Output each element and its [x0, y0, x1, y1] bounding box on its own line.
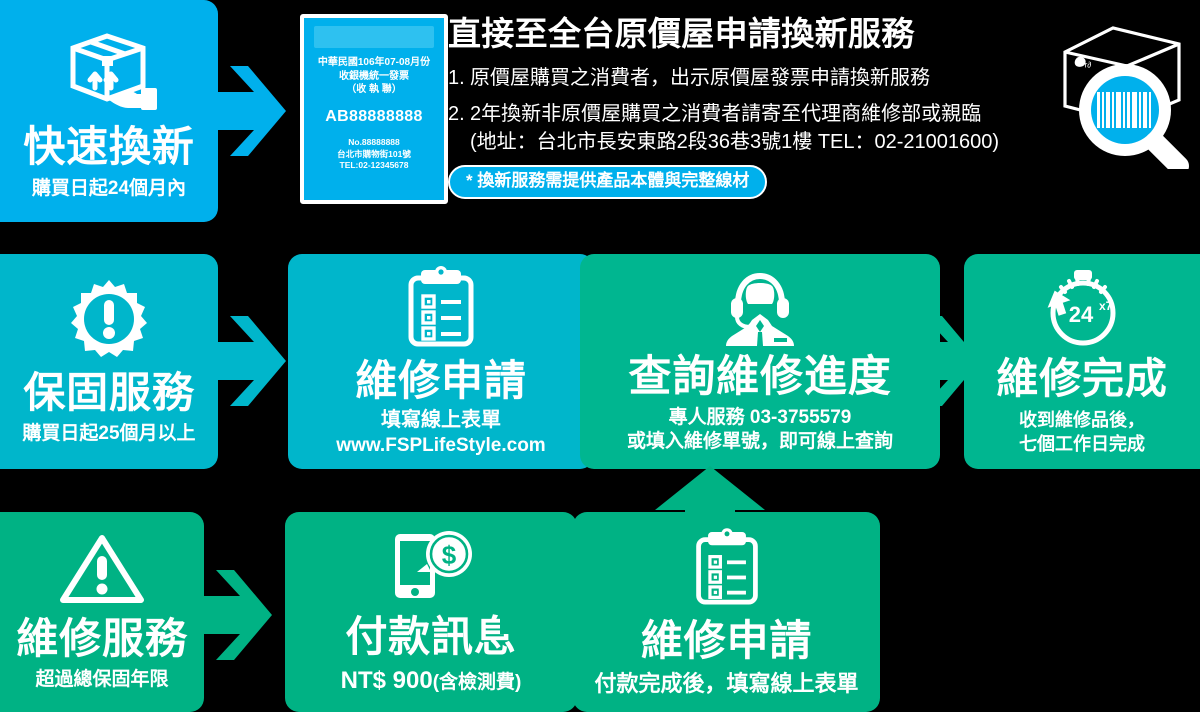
- headset-agent-icon: [718, 270, 802, 348]
- card-title: 快速換新: [23, 122, 195, 170]
- panel-item-2-line2: (地址：台北市長安東路2段36巷3號1樓 TEL：02-21001600): [448, 129, 1088, 155]
- gear-exclamation-icon: [68, 278, 150, 360]
- card-payment-info[interactable]: $ 付款訊息 NT$ 900(含檢測費): [285, 512, 577, 712]
- card-title: 保固服務: [23, 368, 195, 416]
- arrow-6: [500, 570, 570, 660]
- arrow-4: [912, 316, 982, 406]
- arrow-1: [218, 66, 288, 156]
- card-title: 付款訊息: [345, 613, 517, 661]
- panel-content: 直接至全台原價屋申請換新服務 1. 原價屋購買之消費者，出示原價屋發票申請換新服…: [448, 15, 1088, 199]
- clipboard-checklist-icon: [691, 527, 763, 608]
- card-subtitle: NT$ 900(含檢測費): [341, 667, 522, 695]
- receipt-number: AB88888888: [325, 107, 423, 125]
- panel-item-2: 2. 2年換新非原價屋購買之消費者請寄至代理商維修部或親臨: [448, 101, 1088, 127]
- card-fast-replacement[interactable]: 快速換新 購買日起24個月內: [0, 0, 218, 222]
- panel-item-1: 1. 原價屋購買之消費者，出示原價屋發票申請換新服務: [448, 65, 1088, 91]
- card-subtitle: 超過總保固年限: [35, 669, 169, 691]
- phone-dollar-icon: $: [387, 528, 475, 604]
- card-subtitle: 購買日起24個月內: [31, 177, 187, 199]
- stopwatch-sup-label: x7: [1099, 299, 1113, 313]
- card-repair-complete[interactable]: 24 x7 維修完成 收到維修品後， 七個工作日完成: [964, 254, 1200, 469]
- card-title: 查詢維修進度: [628, 352, 892, 401]
- card-repair-request-2[interactable]: 維修申請 付款完成後，填寫線上表單: [573, 512, 880, 712]
- arrow-up: [655, 466, 765, 522]
- card-title: 維修完成: [996, 355, 1168, 403]
- card-subtitle: 填寫線上表單: [381, 409, 501, 431]
- payment-amount: NT$ 900: [340, 667, 433, 695]
- card-subtitle: 收到維修品後，: [1019, 410, 1145, 431]
- svg-text:r∂: r∂: [1085, 61, 1092, 70]
- svg-text:$: $: [442, 540, 457, 570]
- payment-note: (含檢測費): [432, 672, 522, 694]
- warning-triangle-icon: [59, 532, 145, 606]
- card-subtitle-2: 或填入維修單號，即可線上查詢: [626, 431, 893, 452]
- card-subtitle: 專人服務 03-3755579: [668, 406, 852, 428]
- stopwatch-24x7-icon: 24 x7: [1041, 268, 1123, 348]
- card-title: 維修申請: [640, 616, 813, 664]
- panel-item-1-text: 原價屋購買之消費者，出示原價屋發票申請換新服務: [470, 67, 930, 90]
- panel-note-pill: * 換新服務需提供產品本體與完整線材: [448, 165, 768, 199]
- receipt-topbar: [313, 26, 435, 48]
- receipt-footer-2: TEL:02-12345678: [339, 160, 409, 171]
- card-subtitle-2: 七個工作日完成: [1019, 433, 1145, 454]
- receipt-line-0: 中華民國106年07-08月份: [317, 57, 431, 68]
- card-subtitle: 付款完成後，填寫線上表單: [594, 670, 859, 696]
- card-title: 維修服務: [16, 615, 188, 663]
- arrow-5: [204, 570, 274, 660]
- panel-title: 直接至全台原價屋申請換新服務: [448, 15, 915, 52]
- stopwatch-main-label: 24: [1069, 302, 1094, 327]
- receipt-icon: 中華民國106年07-08月份 收銀機統一發票 （收 執 聯） AB888888…: [300, 14, 448, 204]
- clipboard-checklist-icon: [403, 266, 479, 350]
- panel-item-2-number: 2.: [448, 102, 465, 125]
- package-hand-icon: [55, 26, 163, 116]
- receipt-footer-0: No.88888888: [348, 137, 400, 148]
- panel-item-2-text: 2年換新非原價屋購買之消費者請寄至代理商維修部或親臨: [470, 102, 982, 125]
- panel-address-text: (地址：台北市長安東路2段36巷3號1樓 TEL：02-21001600): [470, 131, 1000, 154]
- card-title: 維修申請: [355, 357, 527, 404]
- box-barcode-magnifier-icon: r∂: [1055, 14, 1195, 176]
- card-track-repair[interactable]: 查詢維修進度 專人服務 03-3755579 或填入維修單號，即可線上查詢: [580, 254, 940, 469]
- card-url[interactable]: www.FSPLifeStyle.com: [336, 434, 546, 456]
- receipt-footer-1: 台北市購物街101號: [337, 148, 411, 159]
- receipt-line-2: （收 執 聯）: [346, 84, 402, 95]
- card-repair-request[interactable]: 維修申請 填寫線上表單 www.FSPLifeStyle.com: [288, 254, 594, 469]
- arrow-2: [218, 316, 288, 406]
- receipt-line-1: 收銀機統一發票: [339, 70, 409, 82]
- panel-item-1-number: 1.: [448, 67, 465, 90]
- card-subtitle: 購買日起25個月以上: [22, 422, 196, 444]
- card-repair-service[interactable]: 維修服務 超過總保固年限: [0, 512, 204, 712]
- card-warranty-service[interactable]: 保固服務 購買日起25個月以上: [0, 254, 218, 469]
